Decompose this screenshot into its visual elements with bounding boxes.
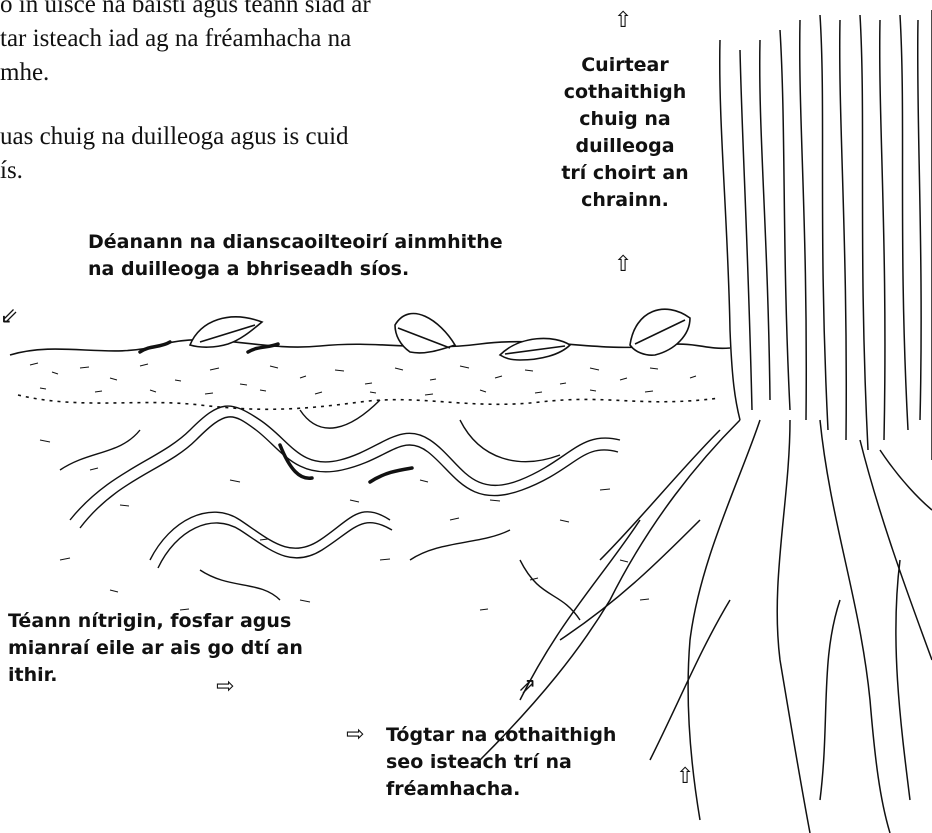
up-arrow-icon: ⇧ <box>614 10 632 32</box>
up-arrow-icon: ⇧ <box>676 766 694 788</box>
intro-line-5: ís. <box>0 154 23 188</box>
right-arrow-icon: ⇨ <box>216 676 234 698</box>
intro-line-4: uas chuig na duilleoga agus is cuid <box>0 120 349 154</box>
nutrients-return-label: Téann nítrigin, fosfar agus mianraí eile… <box>8 608 338 689</box>
intro-line-1: o in uisce na báistí agus téann siad ar <box>0 0 371 22</box>
fallen-leaves <box>190 309 690 360</box>
soil-texture <box>40 440 649 610</box>
right-arrow-icon: ⇨ <box>346 724 364 746</box>
up-right-arrow-icon: ⇗ <box>518 676 536 698</box>
trunk-transport-label: Cuirtear cothaithigh chuig na duilleoga … <box>560 52 690 214</box>
soil-channels <box>60 400 620 620</box>
intro-line-3: mhe. <box>0 56 49 90</box>
down-left-arrow-icon: ⇙ <box>0 306 18 328</box>
up-arrow-icon: ⇧ <box>614 254 632 276</box>
root-uptake-label: Tógtar na cothaithigh seo isteach trí na… <box>386 722 636 803</box>
soil-surface <box>10 340 730 410</box>
tree-trunk <box>720 10 932 460</box>
intro-line-2: tar isteach iad ag na fréamhacha na <box>0 22 351 56</box>
worms <box>140 342 412 482</box>
decomposers-label: Déanann na dianscaoilteoirí ainmhithe na… <box>88 229 528 283</box>
